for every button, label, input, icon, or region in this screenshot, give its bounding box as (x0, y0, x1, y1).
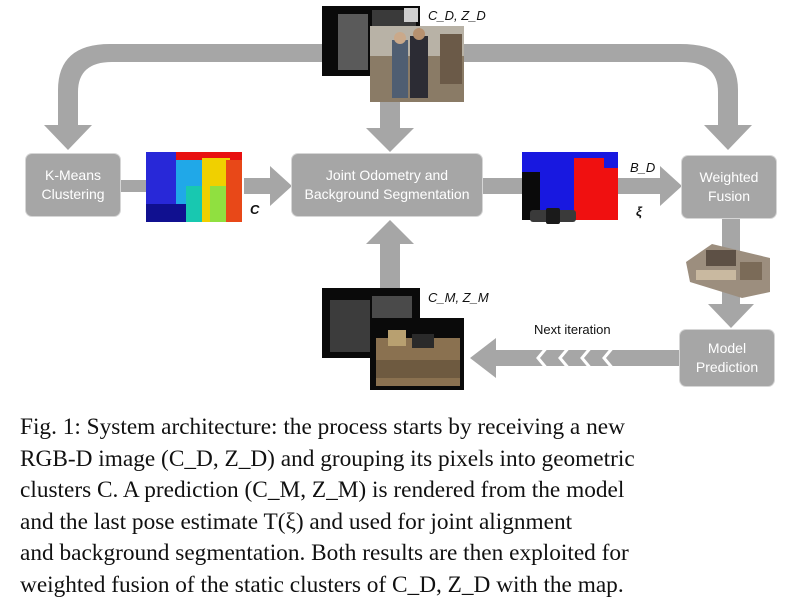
xi-label: ξ (636, 204, 642, 219)
joint-odometry-label: Joint Odometry and Background Segmentati… (304, 167, 470, 202)
architecture-diagram: K-Means Clustering Joint Odometry and Ba… (26, 6, 776, 390)
caption-line: RGB-D image (C_D, Z_D) and grouping its … (20, 445, 635, 472)
input-rgbd-images (322, 6, 464, 102)
down-arrow-to-joint (366, 100, 414, 152)
clusters-image (146, 152, 242, 222)
kmeans-clustering-label: K-Means Clustering (41, 167, 105, 202)
model-prediction-node: Model Prediction (680, 330, 774, 386)
caption-line: and background segmentation. Both result… (20, 540, 629, 566)
kmeans-clustering-node: K-Means Clustering (26, 154, 120, 216)
connector-joint-image (482, 178, 522, 194)
next-iteration-arrow (470, 338, 680, 378)
model-thumbnail (686, 244, 770, 298)
diagram-arrows (44, 6, 770, 390)
prediction-images (322, 288, 464, 390)
weighted-fusion-label: Weighted Fusion (699, 169, 759, 204)
caption-line: and the last pose estimate T(ξ) and used… (20, 508, 573, 535)
top-loop-arrow (44, 44, 752, 150)
clusters-c-label: C (250, 202, 260, 217)
joint-odometry-node: Joint Odometry and Background Segmentati… (292, 154, 482, 216)
model-prediction-label: Model Prediction (695, 340, 759, 375)
segmentation-image (522, 152, 618, 224)
caption-line: clusters C. A prediction (C_M, Z_M) is r… (20, 477, 625, 503)
arrow-clusters-to-joint (244, 166, 292, 206)
cd-zd-label: C_D, Z_D (428, 8, 486, 23)
caption-line: Fig. 1: System architecture: the process… (20, 414, 625, 440)
connector-kmeans-image (120, 180, 146, 192)
next-iteration-label: Next iteration (534, 322, 611, 337)
arrow-to-fusion (617, 166, 682, 206)
figure-caption: Fig. 1: System architecture: the process… (20, 412, 784, 601)
cm-zm-label: C_M, Z_M (428, 290, 489, 305)
up-arrow-to-joint (366, 220, 414, 290)
caption-line: weighted fusion of the static clusters o… (20, 571, 624, 598)
weighted-fusion-node: Weighted Fusion (682, 156, 776, 218)
bd-label: B_D (630, 160, 656, 175)
